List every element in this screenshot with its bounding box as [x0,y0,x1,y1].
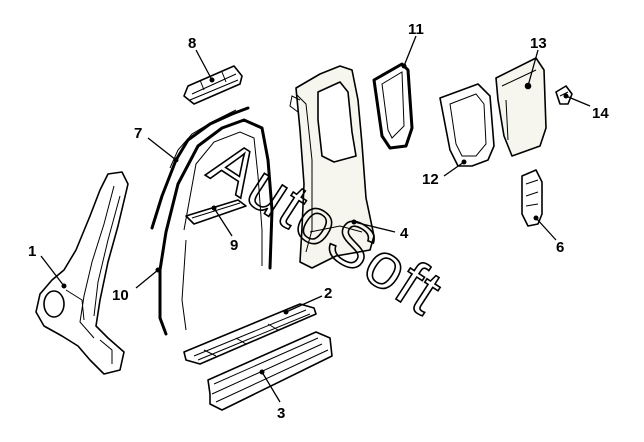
callout-2: 2 [324,285,332,302]
callout-labels: 1 2 3 4 6 7 8 9 10 11 12 13 14 [28,21,609,422]
part-6-latch-trim [521,169,543,227]
callout-3: 3 [277,405,285,422]
callout-9: 9 [230,237,238,254]
callout-11: 11 [408,21,424,38]
part-10-inner-frame-seal [158,118,274,336]
part-2-inner-rocker [183,303,317,365]
part-8-upper-bracket [183,65,243,105]
part-13-quarter-trim [495,57,547,157]
callout-6: 6 [556,239,564,256]
part-3-outer-rocker [207,331,333,411]
part-11-window-seal [372,62,414,150]
callout-13: 13 [530,35,547,52]
callout-1: 1 [28,243,36,260]
part-4-body-side-panel [289,65,375,269]
callout-8: 8 [188,35,196,52]
callout-12: 12 [422,171,439,188]
callout-7: 7 [134,125,142,142]
leader-lines [40,35,591,403]
part-1-hinge-pillar [35,171,129,375]
part-7-outer-frame-seal [150,106,250,230]
callout-10: 10 [112,287,129,304]
callout-14: 14 [592,105,609,122]
part-12-window-frame [439,83,495,167]
callout-4: 4 [400,225,409,242]
